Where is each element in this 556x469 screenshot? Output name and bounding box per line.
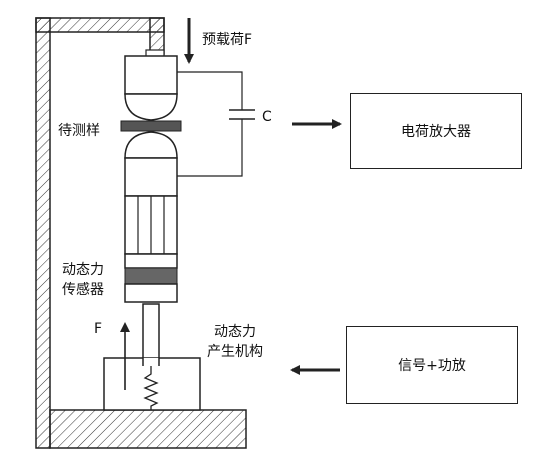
preload-label: 预载荷F bbox=[202, 32, 252, 48]
charge-amplifier-label: 电荷放大器 bbox=[401, 124, 471, 140]
generator-label-line2: 产生机构 bbox=[207, 344, 263, 360]
generator-label-line1: 动态力 bbox=[214, 324, 256, 340]
sample-label: 待测样 bbox=[58, 123, 100, 139]
sensor-label-line1: 动态力 bbox=[62, 262, 104, 278]
signal-amplifier-box: 信号+功放 bbox=[346, 326, 518, 404]
capacitor-circuit bbox=[177, 71, 255, 177]
sensor-label-line2: 传感器 bbox=[62, 281, 104, 298]
sensor-assembly bbox=[124, 131, 178, 303]
sensor-band bbox=[124, 267, 178, 285]
force-label: F bbox=[94, 321, 102, 337]
drive-rod bbox=[142, 303, 160, 367]
spring-icon bbox=[143, 366, 159, 410]
upper-clamp bbox=[124, 49, 178, 121]
frame-top-arm bbox=[35, 17, 165, 33]
frame bbox=[35, 17, 247, 449]
charge-amplifier-box: 电荷放大器 bbox=[350, 93, 522, 169]
test-sample bbox=[120, 120, 182, 132]
signal-amplifier-label: 信号+功放 bbox=[398, 358, 466, 374]
frame-hook bbox=[149, 17, 165, 55]
base-plate bbox=[49, 409, 247, 449]
capacitor-label: C bbox=[262, 109, 272, 125]
frame-column bbox=[35, 17, 51, 449]
